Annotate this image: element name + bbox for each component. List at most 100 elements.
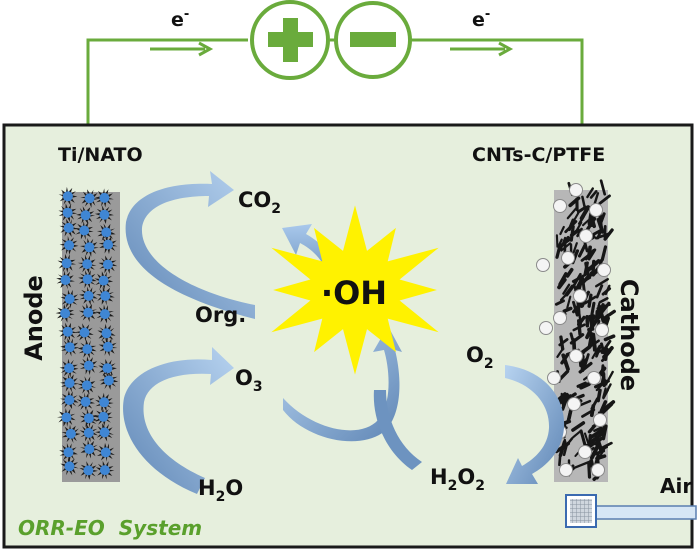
anode-crystal xyxy=(99,309,110,320)
species-co2: CO2 xyxy=(238,188,281,217)
carbon-fiber xyxy=(601,424,608,441)
carbon-fiber xyxy=(565,267,574,278)
species-org: Org. xyxy=(195,303,246,327)
carbon-fiber xyxy=(589,301,596,320)
arrow-h2o-to-o3 xyxy=(123,347,234,494)
oxygen-bubble xyxy=(539,321,553,335)
carbon-fiber xyxy=(558,272,568,287)
cathode-label: Cathode xyxy=(615,279,643,391)
oxygen-bubble xyxy=(569,349,583,363)
anode-crystal xyxy=(64,395,75,405)
carbon-fiber xyxy=(593,426,603,433)
carbon-fiber xyxy=(579,382,591,390)
carbon-fiber xyxy=(600,245,608,262)
carbon-fiber xyxy=(594,232,610,240)
anode-crystal xyxy=(82,259,93,270)
carbon-fiber xyxy=(601,313,610,326)
anode-crystal xyxy=(64,378,75,388)
anode-crystal xyxy=(83,413,94,424)
cathode-material-label: CNTs-C/PTFE xyxy=(472,144,605,166)
carbon-fiber xyxy=(589,190,598,199)
carbon-fiber xyxy=(595,284,604,299)
oxygen-bubble xyxy=(559,463,573,477)
carbon-fiber xyxy=(566,207,578,220)
minus-icon xyxy=(334,1,412,79)
oxygen-bubble xyxy=(569,183,583,197)
oxygen-bubble xyxy=(561,251,575,265)
oxygen-bubble xyxy=(573,289,587,303)
carbon-fiber xyxy=(577,243,587,258)
air-pipe xyxy=(593,505,697,520)
carbon-fiber xyxy=(603,334,616,342)
oxygen-bubble xyxy=(536,258,550,272)
oxygen-bubble xyxy=(553,199,567,213)
anode-crystal xyxy=(84,444,95,455)
arrow-h2o2-up xyxy=(373,390,422,470)
anode-crystal xyxy=(102,259,113,270)
anode-crystal xyxy=(100,447,111,458)
hydroxyl-radical: ·OH xyxy=(271,205,439,375)
anode-crystal xyxy=(103,341,113,352)
anode-crystal xyxy=(99,209,110,220)
carbon-fiber xyxy=(587,332,594,349)
anode-crystal xyxy=(79,225,90,236)
species-h2o2: H2O2 xyxy=(430,465,485,494)
carbon-fiber xyxy=(601,350,612,363)
carbon-fiber xyxy=(558,454,562,467)
carbon-fiber xyxy=(597,447,606,461)
carbon-fiber xyxy=(554,299,565,306)
carbon-fiber xyxy=(583,353,590,369)
anode-crystal xyxy=(81,380,92,391)
anode-crystal xyxy=(99,427,110,438)
anode-crystal xyxy=(61,258,72,269)
carbon-fiber xyxy=(567,218,575,232)
cathode-electrode xyxy=(536,179,616,482)
anode-crystal xyxy=(84,193,95,204)
external-circuit: e- e- xyxy=(86,0,584,192)
oxygen-bubble xyxy=(547,371,561,385)
anode-crystal xyxy=(102,363,113,374)
carbon-fiber xyxy=(595,278,609,288)
carbon-fiber xyxy=(559,225,565,236)
anode-crystal xyxy=(103,375,114,386)
carbon-fiber xyxy=(598,194,611,205)
oxygen-bubble xyxy=(579,229,593,243)
arrow-org-to-co2 xyxy=(125,171,255,319)
carbon-fiber xyxy=(562,306,573,313)
carbon-fiber xyxy=(583,432,590,446)
anode-crystal xyxy=(62,191,73,202)
carbon-fiber xyxy=(599,400,608,413)
anode-crystal xyxy=(61,412,72,423)
carbon-fiber xyxy=(577,315,586,327)
carbon-fiber xyxy=(581,219,590,227)
oxygen-bubble xyxy=(587,371,601,385)
carbon-fiber xyxy=(600,339,612,355)
anode-crystal xyxy=(99,397,110,408)
anode-crystal xyxy=(83,307,94,318)
anode-crystal xyxy=(101,227,112,238)
plus-icon xyxy=(250,0,330,80)
oxygen-bubble xyxy=(589,203,603,217)
carbon-fiber xyxy=(604,370,614,386)
anode-crystal xyxy=(64,240,75,251)
air-label: Air xyxy=(660,474,692,498)
carbon-fiber xyxy=(586,187,594,199)
carbon-fiber xyxy=(562,392,577,403)
carbon-fiber xyxy=(581,195,586,209)
oxygen-bubbles xyxy=(536,183,611,477)
carbon-fiber xyxy=(564,284,575,297)
oxygen-bubble xyxy=(597,263,611,277)
carbon-fiber xyxy=(584,437,597,449)
anode-crystal xyxy=(98,411,109,422)
anode-crystal xyxy=(60,308,71,319)
species-o3: O3 xyxy=(235,366,263,395)
carbon-fiber xyxy=(595,304,608,318)
arrow-o2-to-h2o2 xyxy=(505,365,565,484)
anode-crystal xyxy=(80,396,91,407)
air-inlet xyxy=(565,494,697,528)
anode-crystal xyxy=(100,291,111,301)
carbon-fiber xyxy=(572,323,586,332)
anode-crystal xyxy=(84,242,95,253)
anode-crystal xyxy=(80,210,91,221)
